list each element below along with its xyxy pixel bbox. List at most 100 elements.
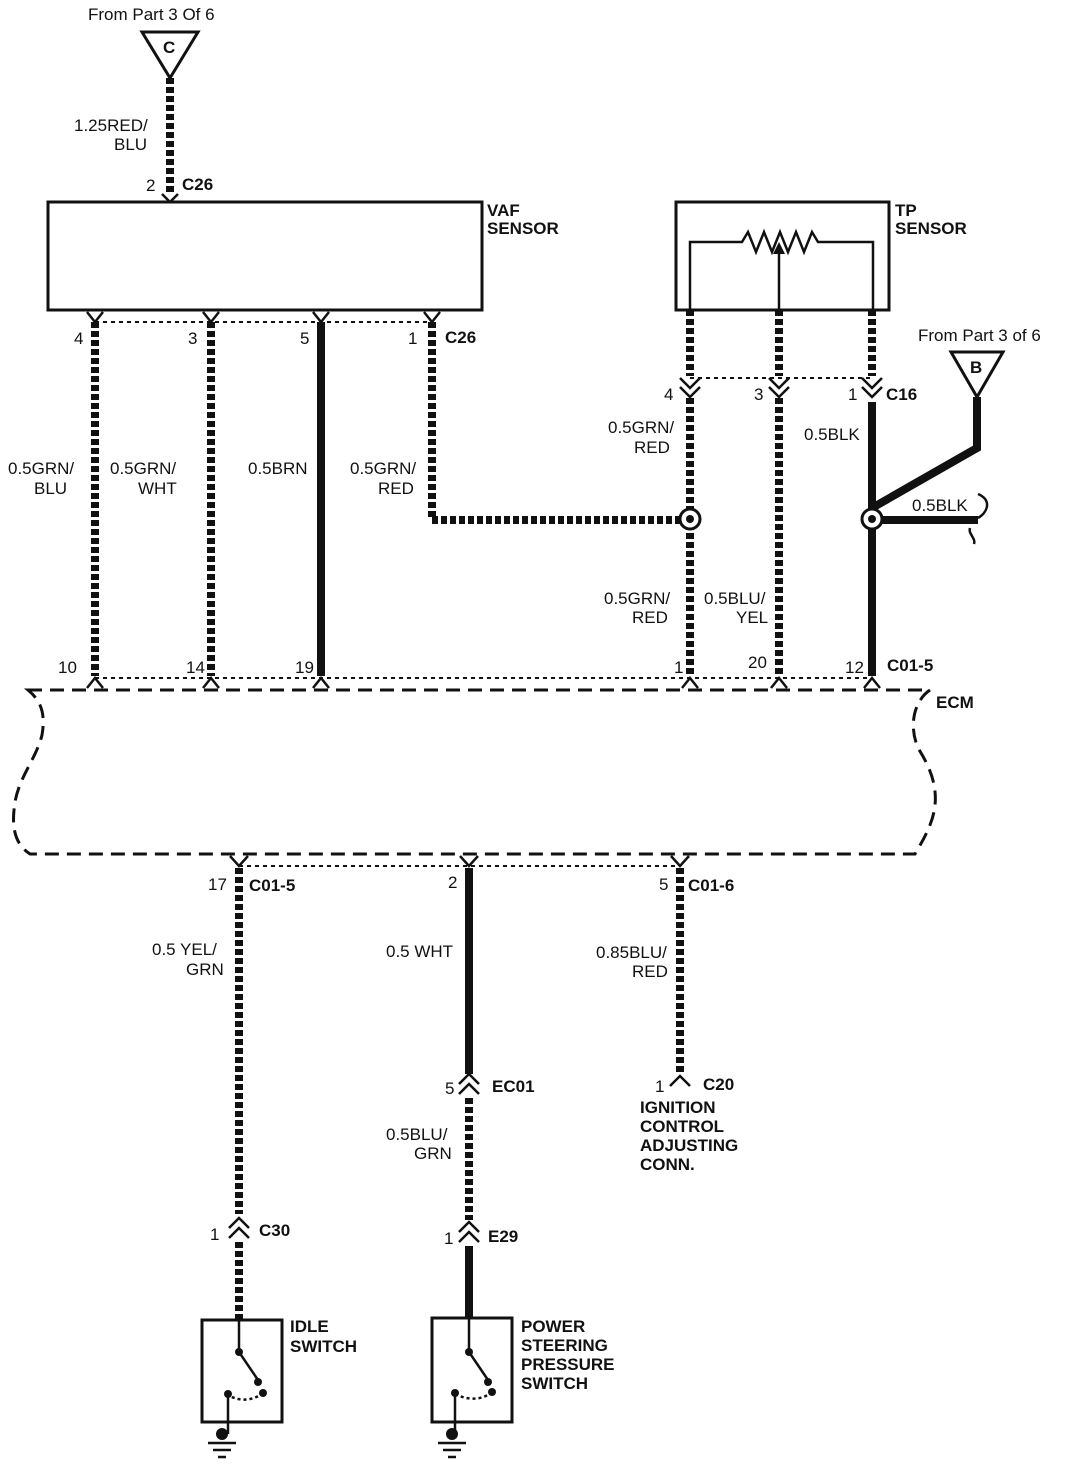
ecm-pin-17-symbol <box>229 855 249 868</box>
pin-tp-1: 1 <box>848 385 857 404</box>
pin-c30-1: 1 <box>210 1225 219 1244</box>
pin-vaf-1: 1 <box>408 329 417 348</box>
connector-c01-5-top: C01-5 <box>887 656 933 675</box>
offpage-b-letter: B <box>970 358 982 377</box>
ign-conn-label-1: IGNITION <box>640 1098 716 1117</box>
offpage-b-source: From Part 3 of 6 <box>918 326 1041 345</box>
idle-switch-label-1: IDLE <box>290 1317 329 1336</box>
wire-label-0-5blk: 0.5BLK <box>804 425 860 444</box>
wire-label-0-5grn-red-tp-1: 0.5GRN/ <box>608 418 674 437</box>
ecm-pin-12-symbol <box>863 675 881 689</box>
ps-switch-label-1: POWER <box>521 1317 585 1336</box>
wire-label-1-25red-blu-1: 1.25RED/ <box>74 116 148 135</box>
connector-c26-pin3-symbol <box>202 311 220 325</box>
connector-c01-6: C01-6 <box>688 876 734 895</box>
connector-ec01: EC01 <box>492 1077 535 1096</box>
ps-switch-label-4: SWITCH <box>521 1374 588 1393</box>
vaf-sensor-label-2: SENSOR <box>487 219 559 238</box>
ecm-pin-14: 14 <box>186 658 205 677</box>
offpage-c-letter: C <box>163 38 175 57</box>
connector-c16: C16 <box>886 385 917 404</box>
ecm-pin-5: 5 <box>659 875 668 894</box>
connector-c01-5-bottom: C01-5 <box>249 876 295 895</box>
tp-sensor-label-2: SENSOR <box>895 219 967 238</box>
ecm-pin-19-symbol <box>312 675 330 689</box>
wire-label-0-5blu-yel-1: 0.5BLU/ <box>704 589 766 608</box>
connector-c16-pin4-symbol <box>679 377 701 399</box>
ps-switch-label-3: PRESSURE <box>521 1355 615 1374</box>
power-steering-pressure-switch <box>430 1316 514 1434</box>
wire-label-0-5grn-blu-1: 0.5GRN/ <box>8 459 74 478</box>
connector-c26-pin4-symbol <box>86 311 104 325</box>
connector-c26-pin1-symbol <box>423 311 441 325</box>
vaf-sensor-label-1: VAF <box>487 201 520 220</box>
wire-label-0-5wht: 0.5 WHT <box>386 942 453 961</box>
ecm-pin-2: 2 <box>448 873 457 892</box>
wire-label-0-5grn-red-ecm-1: 0.5GRN/ <box>604 589 670 608</box>
wire-label-0-5blk-ground: 0.5BLK <box>912 496 968 515</box>
wire-label-1-25red-blu-2: BLU <box>114 135 147 154</box>
wire-label-0-5grn-red-vaf-1: 0.5GRN/ <box>350 459 416 478</box>
wire-break-icon <box>968 492 989 545</box>
idle-switch-label-2: SWITCH <box>290 1337 357 1356</box>
ecm-pin-1: 1 <box>674 658 683 677</box>
ign-conn-label-3: ADJUSTING <box>640 1136 738 1155</box>
ground-icon <box>438 1428 466 1459</box>
wire-label-0-5blu-yel-2: YEL <box>736 608 768 627</box>
wire-label-0-5grn-wht-1: 0.5GRN/ <box>110 459 176 478</box>
connector-e29-symbol <box>458 1220 480 1243</box>
connector-e29: E29 <box>488 1227 518 1246</box>
wire-label-0-5brn: 0.5BRN <box>248 459 308 478</box>
vaf-sensor-box <box>46 200 484 312</box>
connector-c26-bottom: C26 <box>445 328 476 347</box>
connector-c30: C30 <box>259 1221 290 1240</box>
pin-ec01-5: 5 <box>445 1079 454 1098</box>
pin-vaf-5: 5 <box>300 329 309 348</box>
wire-label-0-5blu-grn-2: GRN <box>414 1144 452 1163</box>
tp-sensor-label-1: TP <box>895 201 917 220</box>
ecm-outline <box>12 688 937 856</box>
connector-c20-symbol <box>669 1074 691 1087</box>
ground-icon <box>208 1428 236 1459</box>
wire-label-0-5yel-grn-1: 0.5 YEL/ <box>152 940 217 959</box>
ecm-pin-2-symbol <box>459 855 479 868</box>
wire-label-0-5yel-grn-2: GRN <box>186 960 224 979</box>
connector-ec01-symbol <box>458 1072 480 1095</box>
ign-conn-label-4: CONN. <box>640 1155 695 1174</box>
connector-c16-pin3-symbol <box>768 377 790 399</box>
ecm-pin-20-symbol <box>770 675 788 689</box>
ecm-pin-5-symbol <box>670 855 690 868</box>
wire-label-0-5grn-blu-2: BLU <box>34 479 67 498</box>
pin-vaf-2: 2 <box>146 176 155 195</box>
wire-0-5grn-red-vaf <box>428 322 690 524</box>
wire-label-0-5blu-grn-1: 0.5BLU/ <box>386 1125 448 1144</box>
ecm-label: ECM <box>936 693 974 712</box>
wire-b-to-splice <box>870 397 981 512</box>
connector-c16-pin1-symbol <box>861 377 883 399</box>
pin-vaf-4: 4 <box>74 329 83 348</box>
connector-c26-pin5-symbol <box>312 311 330 325</box>
ps-switch-label-2: STEERING <box>521 1336 608 1355</box>
offpage-c-source: From Part 3 Of 6 <box>88 5 215 24</box>
wire-label-0-5grn-red-ecm-2: RED <box>632 608 668 627</box>
wire-label-0-85blu-red-2: RED <box>632 962 668 981</box>
connector-c20: C20 <box>703 1075 734 1094</box>
offpage-connector-b[interactable]: B <box>948 350 1006 400</box>
ign-conn-label-2: CONTROL <box>640 1117 724 1136</box>
connector-c26-top: C26 <box>182 175 213 194</box>
tp-sensor-box <box>674 200 891 312</box>
ecm-pin-20: 20 <box>748 653 767 672</box>
ecm-pin-10: 10 <box>58 658 77 677</box>
idle-switch <box>200 1318 284 1434</box>
ecm-pin-1-symbol <box>681 675 699 689</box>
pin-tp-3: 3 <box>754 385 763 404</box>
wire-label-0-5grn-red-vaf-2: RED <box>378 479 414 498</box>
ecm-pin-17: 17 <box>208 875 227 894</box>
wire-label-0-85blu-red-1: 0.85BLU/ <box>596 943 667 962</box>
offpage-connector-c[interactable]: C <box>139 30 201 81</box>
pin-c20-1: 1 <box>655 1077 664 1096</box>
wire-label-0-5grn-red-tp-2: RED <box>634 438 670 457</box>
potentiometer-icon <box>688 228 875 310</box>
ecm-pin-10-symbol <box>86 675 104 689</box>
